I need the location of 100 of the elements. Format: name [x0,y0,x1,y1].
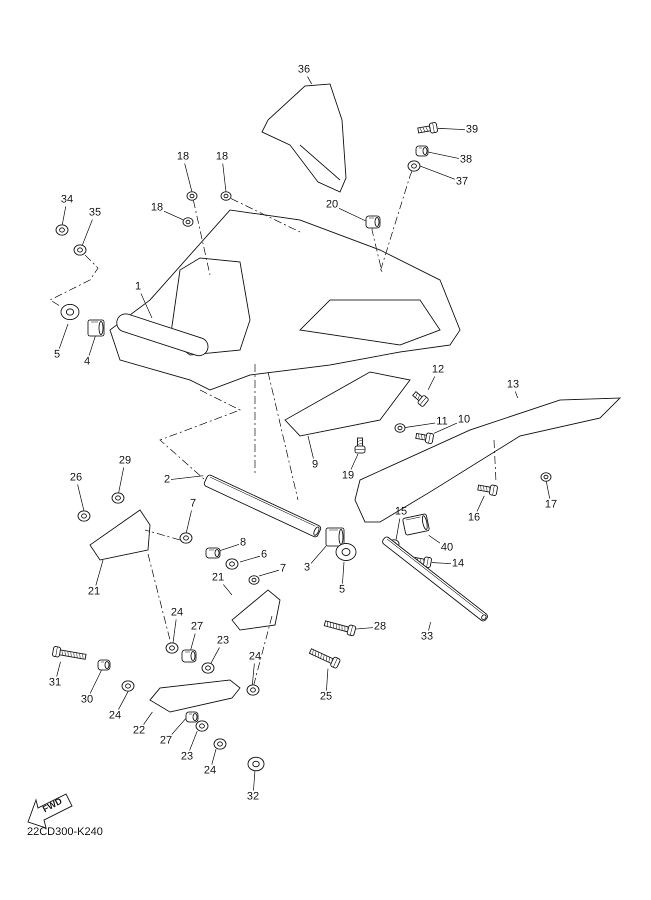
bolt [412,390,430,408]
callout-number: 19 [340,470,356,482]
nut [56,224,68,236]
leader-line [437,128,466,130]
leader-line [326,668,328,691]
callout-number: 28 [372,620,388,634]
leader-line [186,510,192,534]
washer [394,423,406,433]
collar [416,146,428,156]
leader-line [253,770,256,791]
damper [366,216,380,228]
leader-line [252,663,255,686]
chain-case [284,371,411,437]
callout-number: 30 [80,694,94,706]
leader-line [164,210,184,220]
washer [246,684,260,696]
oil-seal [60,304,80,320]
callout-number: 15 [394,506,408,518]
callout-number: 18 [176,150,190,164]
callout-number: 7 [278,562,288,576]
callout-number: 25 [318,690,334,704]
leader-line [220,544,240,552]
callout-number: 18 [214,150,230,164]
leader-line [240,556,260,562]
callout-number: 34 [60,194,74,206]
leader-line [308,436,314,459]
callout-number: 12 [430,364,446,376]
callout-number: 16 [466,512,482,524]
center-line [148,554,172,644]
leader-line [95,560,104,586]
leader-line [546,480,550,499]
leader-line [118,690,129,710]
bolt [52,646,87,660]
callout-number: 31 [48,676,62,690]
bolt [308,648,342,670]
bolt [477,484,498,496]
callout-number: 14 [450,558,466,570]
leader-line [258,570,280,576]
center-line [253,616,272,686]
callout-number: 17 [544,498,558,512]
callout-number: 13 [506,378,520,392]
callout-number: 40 [440,542,454,554]
grommet [408,160,420,172]
caution-label [402,513,430,536]
callout-number: 37 [454,176,470,188]
bracket [89,509,151,561]
leader-line [56,661,61,677]
callout-number: 22 [132,724,146,738]
leader-line [77,484,84,512]
leader-line [310,546,327,564]
diagram-code: 22CD300-K240 [27,826,103,838]
relay-arm [149,679,241,713]
leader-line [171,718,186,735]
washer [540,472,552,482]
leader-line [404,422,436,428]
callout-number: 10 [456,414,472,426]
leader-line [338,208,366,222]
leader-line [433,422,458,434]
callout-number: 20 [324,198,340,212]
leader-line [172,619,177,644]
leader-line [307,76,312,84]
clip [182,217,194,227]
leader-line [396,518,400,540]
leader-line [342,562,344,584]
leader-line [190,633,196,650]
leader-line [514,391,518,398]
clip [186,191,198,201]
callout-number: 11 [435,416,449,428]
callout-number: 21 [210,572,226,584]
clip [220,191,232,201]
leader-line [82,219,93,246]
callout-number: 32 [246,790,260,804]
leader-line [88,336,96,356]
bolt [324,620,357,637]
leader-line [118,467,124,494]
washer [214,738,226,750]
callout-number: 2 [162,474,172,486]
callout-number: 26 [68,472,84,484]
center-line [144,530,180,540]
leader-line [211,748,216,765]
collar [182,650,196,662]
bearing [196,720,208,732]
nut [112,492,124,504]
callout-number: 27 [190,620,204,634]
callout-number: 27 [158,734,174,748]
bolt [417,122,438,134]
leader-line [222,584,232,596]
callout-number: 36 [296,64,312,76]
leader-line [143,712,153,725]
bearing [226,558,238,570]
center-line [380,170,412,272]
callout-number: 3 [302,562,312,574]
callout-number: 24 [170,606,184,620]
washer [78,510,90,522]
spacer [336,543,356,561]
nut [248,756,264,772]
callout-number: 18 [150,202,164,214]
callout-number: 39 [464,124,480,136]
callout-number: 29 [118,454,132,468]
direction-label: FWD [40,796,64,814]
